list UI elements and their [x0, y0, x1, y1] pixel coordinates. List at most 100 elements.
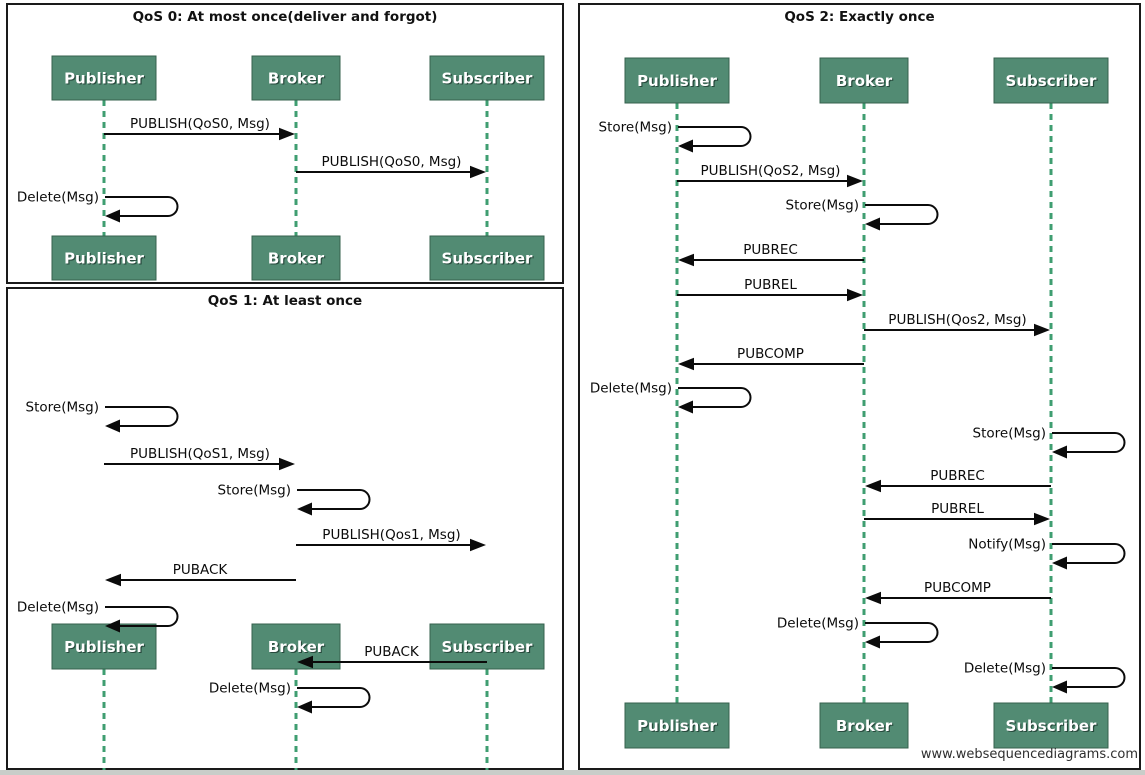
message-label-publish-qos1-msg: PUBLISH(QoS1, Msg): [130, 446, 270, 462]
message-label-publish-qos2-msg: PUBLISH(Qos2, Msg): [888, 312, 1026, 328]
arrowhead-publish-qos0-msg: [470, 165, 486, 179]
self-message-loop-notify-msg: [1052, 543, 1126, 564]
message-label-pubrel: PUBREL: [744, 277, 797, 293]
self-message-label-store-msg: Store(Msg): [786, 198, 859, 214]
self-message-label-delete-msg: Delete(Msg): [209, 681, 291, 697]
message-label-puback: PUBACK: [173, 562, 229, 578]
panel-frame: [6, 3, 564, 284]
arrowhead-delete-msg: [678, 400, 693, 414]
actor-label-shadow-broker-bottom: Broker: [837, 718, 894, 736]
arrowhead-publish-qos0-msg: [279, 127, 295, 141]
actor-label-shadow-broker-bottom: Broker: [269, 251, 326, 269]
actor-box-broker-bottom: [251, 235, 341, 281]
actor-box-publisher-top: [624, 57, 730, 104]
message-label-publish-qos0-msg: PUBLISH(QoS0, Msg): [130, 116, 270, 132]
actor-box-broker-top: [251, 55, 341, 101]
panel-frame: [578, 3, 1141, 770]
arrowhead-puback: [297, 655, 313, 669]
arrowhead-delete-msg: [1052, 680, 1067, 694]
self-message-label-delete-msg: Delete(Msg): [964, 661, 1046, 677]
self-message-label-store-msg: Store(Msg): [599, 120, 672, 136]
actor-label-publisher-top: Publisher: [637, 72, 717, 90]
message-label-pubcomp: PUBCOMP: [737, 346, 804, 362]
panel-frame: [6, 287, 564, 770]
arrowhead-pubcomp: [865, 591, 881, 605]
actor-label-shadow-publisher-top: Publisher: [638, 73, 718, 91]
self-message-loop-delete-msg: [1052, 667, 1126, 688]
message-label-pubcomp: PUBCOMP: [924, 580, 991, 596]
actor-label-subscriber-bottom: Subscriber: [442, 250, 533, 268]
arrowhead-pubrec: [678, 253, 694, 267]
self-message-loop-store-msg: [678, 126, 752, 147]
self-message-loop-store-msg: [105, 406, 179, 427]
self-message-label-delete-msg: Delete(Msg): [777, 616, 859, 632]
arrowhead-delete-msg: [105, 619, 120, 633]
actor-label-subscriber-bottom: Subscriber: [1006, 717, 1097, 735]
arrowhead-notify-msg: [1052, 556, 1067, 570]
actor-label-shadow-broker-top: Broker: [269, 639, 326, 657]
actor-label-publisher-top: Publisher: [64, 638, 144, 656]
self-message-loop-store-msg: [1052, 432, 1126, 453]
actor-label-broker-top: Broker: [836, 72, 893, 90]
arrowhead-publish-qos2-msg: [1034, 323, 1050, 337]
actor-label-subscriber-top: Subscriber: [442, 70, 533, 88]
actor-box-publisher-top: [51, 623, 157, 670]
arrowhead-pubrel: [1034, 512, 1050, 526]
message-label-puback: PUBACK: [364, 644, 420, 660]
actor-box-publisher-top: [51, 55, 157, 101]
self-message-label-notify-msg: Notify(Msg): [968, 537, 1046, 553]
watermark: www.websequencediagrams.com: [920, 747, 1138, 762]
self-message-loop-delete-msg: [105, 196, 179, 217]
actor-label-broker-bottom: Broker: [836, 717, 893, 735]
self-message-loop-delete-msg: [678, 387, 752, 408]
self-message-label-store-msg: Store(Msg): [218, 483, 291, 499]
arrowhead-puback: [105, 573, 121, 587]
self-message-loop-delete-msg: [105, 606, 179, 627]
actor-box-subscriber-top: [993, 57, 1109, 104]
actor-label-shadow-broker-top: Broker: [269, 71, 326, 89]
actor-label-shadow-broker-top: Broker: [837, 73, 894, 91]
arrowhead-pubrec: [865, 479, 881, 493]
actor-label-shadow-publisher-bottom: Publisher: [65, 251, 145, 269]
message-label-publish-qos0-msg: PUBLISH(QoS0, Msg): [322, 154, 462, 170]
actor-box-subscriber-bottom: [993, 702, 1109, 749]
panel-title-qos1: QoS 1: At least once: [207, 293, 363, 309]
actor-label-shadow-subscriber-bottom: Subscriber: [443, 251, 534, 269]
arrowhead-store-msg: [297, 502, 312, 516]
actor-label-shadow-publisher-bottom: Publisher: [638, 718, 718, 736]
self-message-label-store-msg: Store(Msg): [973, 426, 1046, 442]
actor-label-broker-bottom: Broker: [268, 250, 325, 268]
actor-box-broker-top: [819, 57, 909, 104]
arrowhead-store-msg: [678, 139, 693, 153]
arrowhead-publish-qos1-msg: [279, 457, 295, 471]
message-label-pubrel: PUBREL: [931, 501, 984, 517]
arrowhead-delete-msg: [865, 635, 880, 649]
arrowhead-store-msg: [865, 217, 880, 231]
actor-label-broker-top: Broker: [268, 70, 325, 88]
actor-box-publisher-bottom: [624, 702, 730, 749]
self-message-label-delete-msg: Delete(Msg): [17, 190, 99, 206]
actor-label-shadow-subscriber-top: Subscriber: [443, 639, 534, 657]
actor-label-subscriber-top: Subscriber: [442, 638, 533, 656]
actor-label-shadow-subscriber-top: Subscriber: [1007, 73, 1098, 91]
actor-label-shadow-publisher-top: Publisher: [65, 639, 145, 657]
self-message-loop-store-msg: [865, 204, 939, 225]
arrowhead-store-msg: [1052, 445, 1067, 459]
arrowhead-publish-qos1-msg: [470, 538, 486, 552]
panel-title-qos0: QoS 0: At most once(deliver and forgot): [132, 9, 438, 25]
self-message-loop-store-msg: [297, 489, 371, 510]
actor-box-subscriber-bottom: [429, 235, 545, 281]
message-label-pubrec: PUBREC: [930, 468, 985, 484]
arrowhead-pubcomp: [678, 357, 694, 371]
actor-label-broker-top: Broker: [268, 638, 325, 656]
actor-box-broker-bottom: [819, 702, 909, 749]
actor-label-shadow-subscriber-bottom: Subscriber: [1007, 718, 1098, 736]
arrowhead-store-msg: [105, 419, 120, 433]
actor-label-shadow-publisher-top: Publisher: [65, 71, 145, 89]
